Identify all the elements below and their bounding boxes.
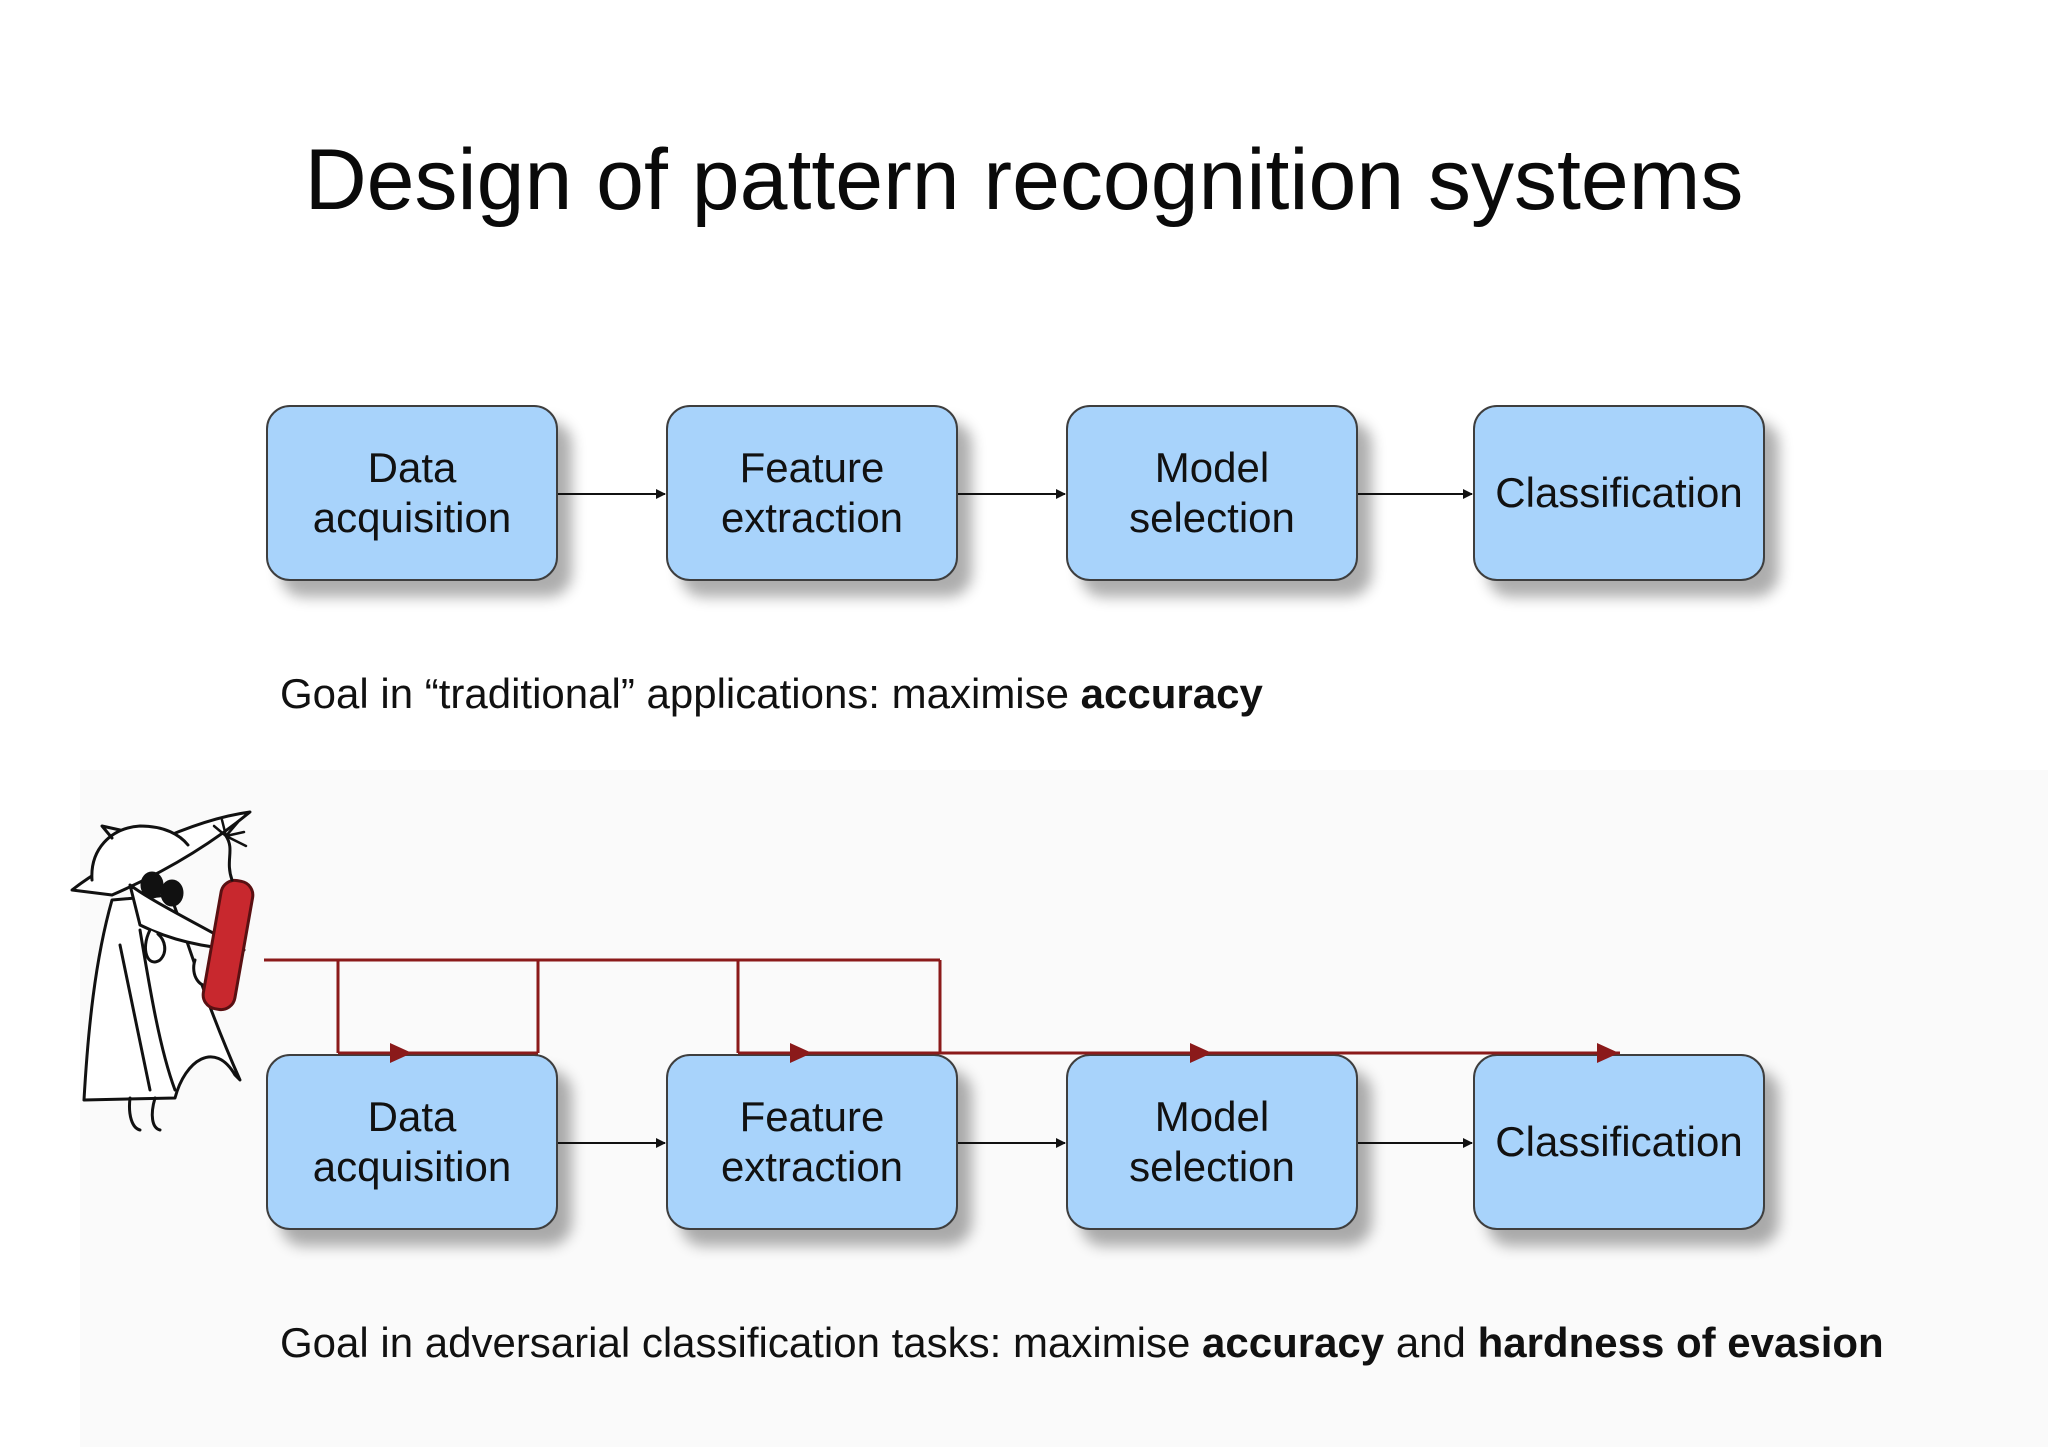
step-label-line2: acquisition <box>312 494 512 541</box>
bottom-goal-text: Goal in adversarial classification tasks… <box>280 1317 1884 1369</box>
bottom-step-classification: Classification <box>1473 1054 1765 1230</box>
goal-and: and <box>1384 1319 1478 1366</box>
attack-lines <box>264 958 1620 1055</box>
step-label-line2: acquisition <box>312 1143 512 1190</box>
step-label-line1: Data <box>367 1093 457 1140</box>
slide-title: Design of pattern recognition systems <box>304 132 1744 228</box>
attack-arrowheads <box>390 1043 1619 1063</box>
goal-accuracy: accuracy <box>1080 670 1263 717</box>
step-label-line2: extraction <box>720 1143 904 1190</box>
goal-accuracy: accuracy <box>1202 1319 1385 1366</box>
step-label-line2: selection <box>1129 494 1295 541</box>
step-label-line1: Feature <box>739 444 885 491</box>
spy-with-dynamite-icon <box>70 810 255 1132</box>
goal-prefix: Goal in “traditional” applications: maxi… <box>280 670 1081 717</box>
step-label-line2: selection <box>1129 1143 1295 1190</box>
goal-prefix: Goal in adversarial classification tasks… <box>280 1319 1202 1366</box>
top-goal-text: Goal in “traditional” applications: maxi… <box>280 668 1263 720</box>
step-label-line1: Model <box>1154 1093 1270 1140</box>
step-label-line1: Classification <box>1495 469 1743 516</box>
step-label-line1: Classification <box>1495 1118 1743 1165</box>
step-label-line1: Model <box>1154 444 1270 491</box>
step-label-line1: Feature <box>739 1093 885 1140</box>
step-label-line1: Data <box>367 444 457 491</box>
goal-hardness-of-evasion: hardness of evasion <box>1477 1319 1884 1366</box>
top-step-classification: Classification <box>1473 405 1765 581</box>
step-label-line2: extraction <box>720 494 904 541</box>
